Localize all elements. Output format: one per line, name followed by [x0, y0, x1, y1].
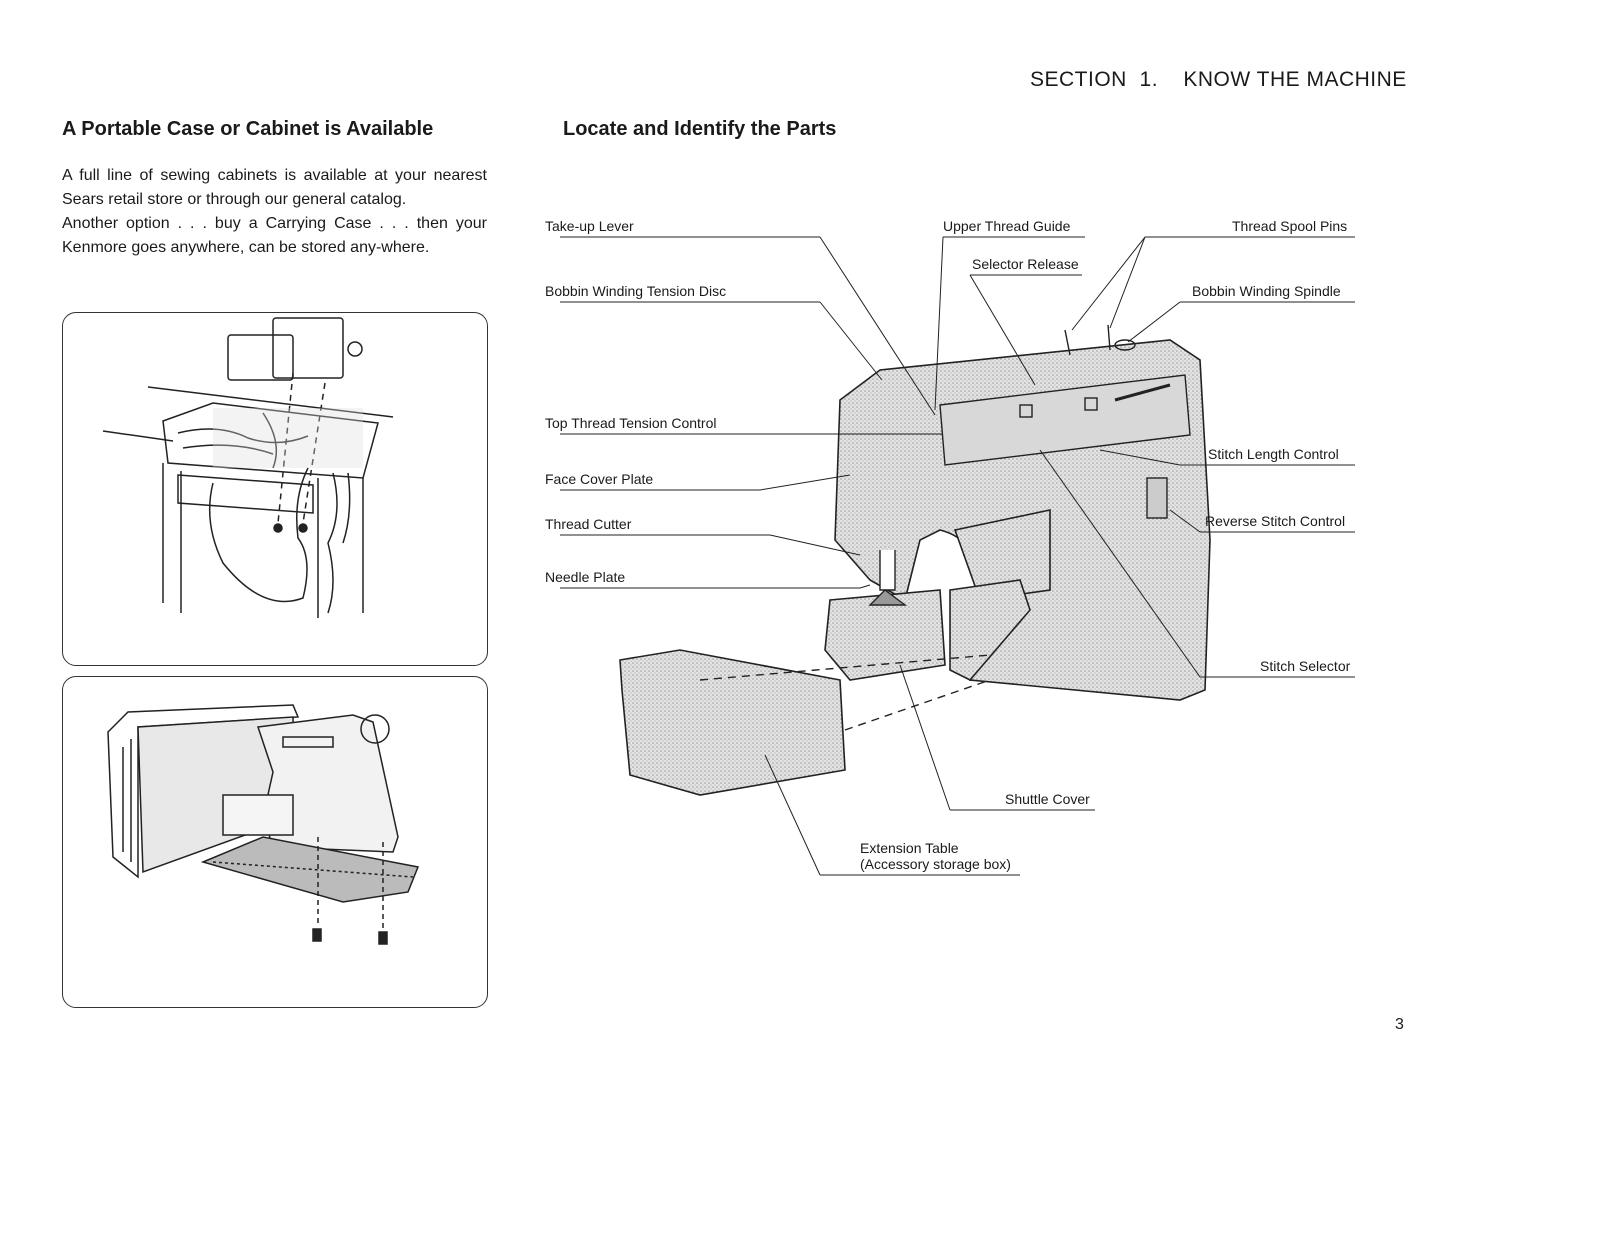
cabinet-illustration — [62, 312, 488, 666]
sewing-machine-drawing — [560, 236, 1355, 876]
label-selector-release: Selector Release — [972, 256, 1079, 272]
label-thread-spool-pins: Thread Spool Pins — [1232, 218, 1348, 234]
carrying-case-illustration — [62, 676, 488, 1008]
cabinet-drawing — [102, 317, 394, 618]
label-stitch-selector: Stitch Selector — [1260, 658, 1351, 674]
label-top-thread-tension-control: Top Thread Tension Control — [545, 415, 717, 431]
label-take-up-lever: Take-up Lever — [545, 218, 634, 234]
label-shuttle-cover: Shuttle Cover — [1005, 791, 1090, 807]
page-number: 3 — [1395, 1016, 1404, 1033]
section-header: SECTION 1. KNOW THE MACHINE — [1030, 68, 1407, 91]
label-reverse-stitch-control: Reverse Stitch Control — [1205, 513, 1346, 529]
locate-parts-heading: Locate and Identify the Parts — [563, 118, 837, 140]
label-needle-plate: Needle Plate — [545, 569, 626, 585]
carrying-case-paragraph: Another option . . . buy a Carrying Case… — [62, 215, 487, 256]
cabinet-paragraph: A full line of sewing cabinets is availa… — [62, 167, 487, 208]
parts-diagram: Take-up Lever Upper Thread Guide Thread … — [545, 210, 1420, 910]
label-face-cover-plate: Face Cover Plate — [545, 471, 654, 487]
label-thread-cutter: Thread Cutter — [545, 516, 632, 532]
label-bobbin-winding-spindle: Bobbin Winding Spindle — [1192, 283, 1341, 299]
carrying-case-drawing — [107, 704, 420, 945]
cabinet-description: A full line of sewing cabinets is availa… — [62, 164, 487, 260]
label-upper-thread-guide: Upper Thread Guide — [943, 218, 1071, 234]
label-stitch-length-control: Stitch Length Control — [1208, 446, 1339, 462]
label-bobbin-winding-tension-disc: Bobbin Winding Tension Disc — [545, 283, 727, 299]
label-accessory-storage-box: (Accessory storage box) — [860, 856, 1011, 872]
portable-case-heading: A Portable Case or Cabinet is Available — [62, 118, 434, 140]
label-extension-table: Extension Table — [860, 840, 959, 856]
